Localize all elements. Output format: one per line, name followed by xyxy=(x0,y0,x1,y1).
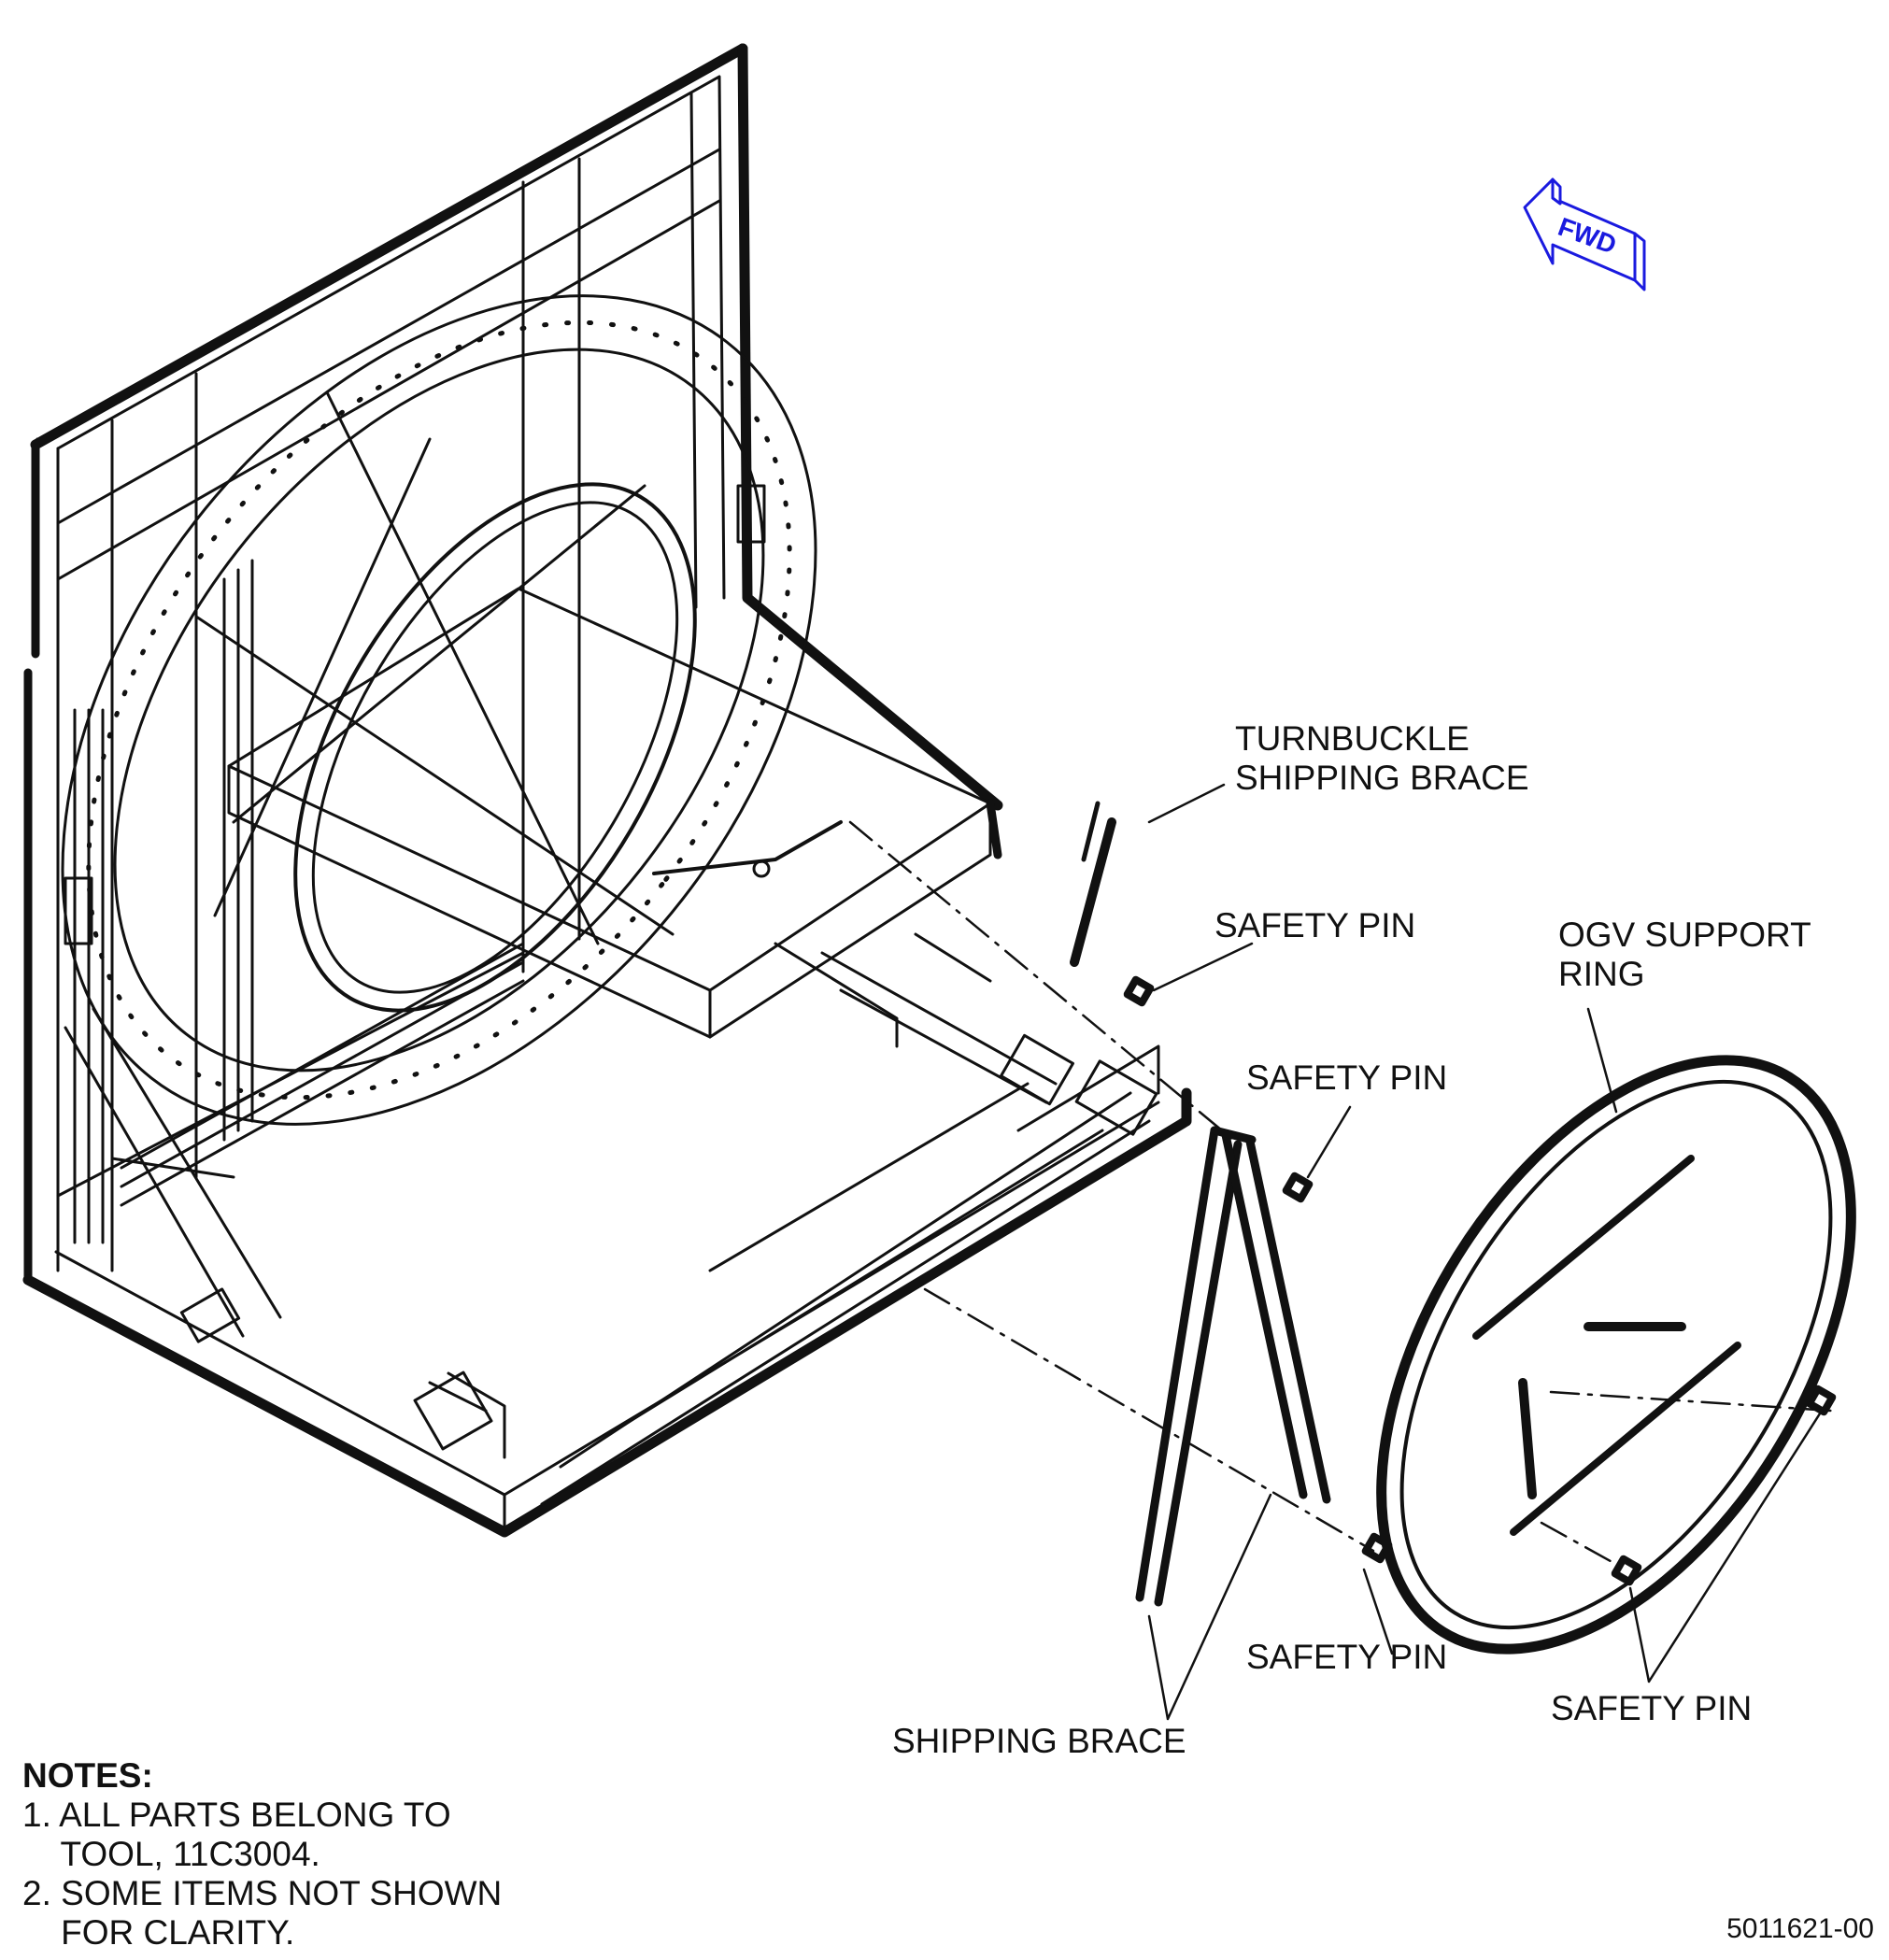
ogv-support-ring-part xyxy=(1376,1055,1856,1655)
cantilever-beam xyxy=(227,587,1002,1048)
assembly-lines xyxy=(848,820,1833,1571)
note-item-2: 2. SOME ITEMS NOT SHOWN FOR CLARITY. xyxy=(22,1874,503,1952)
safety-pin-1-part xyxy=(1123,975,1155,1007)
label-ogv-support-ring: OGV SUPPORT RING xyxy=(1558,916,1811,993)
label-safety-pin-3: SAFETY PIN xyxy=(1246,1638,1448,1676)
note-item-1: 1. ALL PARTS BELONG TO TOOL, 11C3004. xyxy=(22,1796,451,1873)
fwd-arrow-icon xyxy=(1523,178,1646,291)
notes-title: NOTES: xyxy=(22,1756,153,1795)
label-shipping-brace: SHIPPING BRACE xyxy=(892,1722,1186,1760)
inner-ring-assembly xyxy=(293,482,697,1013)
leader-lines xyxy=(1147,783,1824,1721)
label-safety-pin-4: SAFETY PIN xyxy=(1551,1689,1753,1727)
base-platform xyxy=(22,1007,1192,1538)
turntable-ring xyxy=(61,294,817,1126)
beam-end-brackets xyxy=(820,932,1158,1136)
notes-block: NOTES: 1. ALL PARTS BELONG TO TOOL, 11C3… xyxy=(22,1756,502,1953)
rear-frame-panel xyxy=(23,43,1003,1285)
safety-pin-4-parts xyxy=(1611,1385,1837,1586)
label-turnbuckle-shipping-brace: TURNBUCKLE SHIPPING BRACE xyxy=(1235,719,1529,797)
label-safety-pin-1: SAFETY PIN xyxy=(1214,906,1416,944)
a-frame-shipping-brace xyxy=(1135,1126,1331,1607)
label-safety-pin-2: SAFETY PIN xyxy=(1246,1058,1448,1097)
safety-pin-2-part xyxy=(1282,1172,1314,1203)
drawing-number: 5011621-00 xyxy=(1726,1913,1874,1944)
turnbuckle-shipping-brace xyxy=(1070,801,1116,967)
